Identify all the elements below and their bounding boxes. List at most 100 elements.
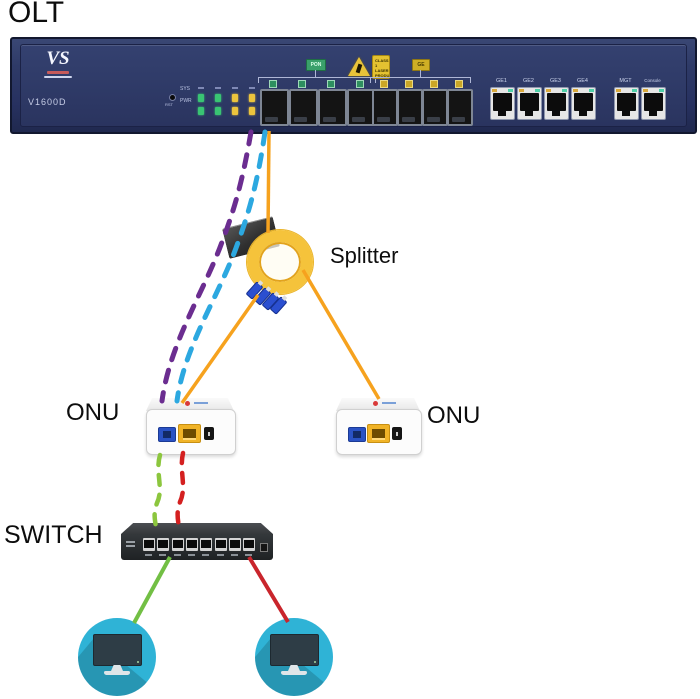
switch-port-7[interactable]	[229, 538, 241, 551]
olt-console-label: Console	[644, 78, 661, 83]
wire-green-switch-pc-left	[132, 556, 172, 624]
switch-port-4[interactable]	[186, 538, 198, 551]
switch-port-5[interactable]	[200, 538, 212, 551]
olt-pon-sfp-port-2[interactable]	[289, 89, 318, 126]
olt-status-led-yellow	[232, 94, 238, 102]
laser-warning-label: CLASS 1 LASER PRODUCT	[372, 55, 390, 79]
olt-ge1-label: GE1	[495, 78, 507, 84]
olt-sfp-indicator	[269, 80, 277, 88]
onu-logo-dot	[184, 401, 190, 406]
olt-status-led-yellow	[249, 107, 255, 115]
monitor-stand	[288, 665, 300, 671]
laser-warning-triangle-icon	[348, 57, 370, 76]
olt-logo-subtext-bar2	[44, 76, 72, 78]
onu-power-jack[interactable]	[204, 427, 214, 440]
olt-pon-sfp-port-4[interactable]	[347, 89, 376, 126]
olt-reset-label: RST	[165, 102, 173, 107]
olt-sfp-indicator	[380, 80, 388, 88]
olt-logo-subtext-bar	[47, 71, 69, 74]
olt-logo-glyph: VS	[46, 48, 70, 69]
olt-uplink-bracket	[370, 77, 471, 83]
olt-uplink-sfp-port-4[interactable]	[447, 89, 473, 126]
olt-model-label: V1600D	[28, 97, 67, 107]
olt-status-led-yellow	[232, 107, 238, 115]
wire-red-switch-pc-right	[247, 555, 290, 624]
wire-red-dashed-onu-switch	[175, 450, 186, 530]
olt-ge1-port[interactable]	[490, 87, 515, 120]
switch-port-print	[202, 554, 209, 556]
monitor-base	[104, 671, 130, 675]
monitor-screen	[93, 634, 142, 666]
wire-fiber-splitter-onu-left	[180, 293, 260, 405]
onu-left-label: ONU	[66, 399, 120, 426]
olt-ge3-label: GE3	[549, 78, 561, 84]
switch-front-print	[126, 545, 135, 547]
switch-port-print	[174, 554, 181, 556]
switch-port-1[interactable]	[143, 538, 155, 551]
switch-front-face	[121, 534, 273, 560]
olt-pon-bracket-stub	[315, 70, 316, 78]
switch-port-print	[217, 554, 224, 556]
olt-uplink-group-tag: GE	[412, 59, 430, 71]
switch-port-print	[188, 554, 195, 556]
switch-port-6[interactable]	[215, 538, 227, 551]
onu-pon-fiber-port[interactable]	[158, 427, 176, 442]
olt-sys-led-label: SYS	[180, 86, 191, 92]
olt-console-port[interactable]	[641, 87, 666, 120]
onu-pon-fiber-port[interactable]	[348, 427, 366, 442]
wire-green-dashed-onu-switch	[152, 452, 163, 530]
wire-purple-dashed-olt-onu	[159, 129, 254, 404]
olt-ge4-port[interactable]	[571, 87, 596, 120]
switch-front-print	[126, 541, 135, 543]
olt-uplink-sfp-port-1[interactable]	[372, 89, 398, 126]
pc-right-icon	[255, 618, 333, 696]
olt-pwr-led-label: PWR	[180, 98, 192, 104]
olt-ge3-port[interactable]	[544, 87, 569, 120]
monitor-screen	[270, 634, 319, 666]
olt-status-led-green	[215, 107, 221, 115]
onu-logo-dot	[372, 401, 378, 406]
olt-uplink-bracket-stub	[420, 70, 421, 78]
onu-top-print	[194, 402, 209, 404]
switch-label: SWITCH	[4, 521, 103, 549]
onu-power-jack[interactable]	[392, 427, 402, 440]
switch-port-print	[231, 554, 238, 556]
olt-brand-logo: VS	[38, 49, 78, 78]
olt-reset-button[interactable]	[169, 94, 176, 101]
onu-lan-port[interactable]	[367, 424, 390, 443]
switch-port-8[interactable]	[243, 538, 255, 551]
olt-mgmt-port[interactable]	[614, 87, 639, 120]
olt-device: VS V1600D RST SYS PWR PON	[10, 37, 697, 134]
switch-device	[121, 523, 273, 560]
switch-top-face	[121, 523, 273, 534]
monitor-base	[281, 671, 307, 675]
olt-sfp-indicator	[298, 80, 306, 88]
onu-top-face	[336, 398, 420, 411]
olt-mgmt-label: MGT	[619, 78, 632, 84]
switch-port-3[interactable]	[172, 538, 184, 551]
onu-right-label: ONU	[427, 402, 481, 429]
olt-led-tag	[249, 87, 255, 89]
olt-ge2-label: GE2	[522, 78, 534, 84]
pc-left-icon	[78, 618, 156, 696]
olt-pon-sfp-port-1[interactable]	[260, 89, 289, 126]
olt-uplink-sfp-port-2[interactable]	[397, 89, 423, 126]
switch-port-2[interactable]	[157, 538, 169, 551]
olt-led-tag	[198, 87, 204, 89]
olt-led-tag	[232, 87, 238, 89]
olt-pon-group-tag: PON	[306, 59, 326, 71]
olt-sfp-indicator	[356, 80, 364, 88]
olt-sfp-indicator	[405, 80, 413, 88]
olt-pon-sfp-port-3[interactable]	[318, 89, 347, 126]
switch-port-print	[245, 554, 252, 556]
onu-lan-port[interactable]	[178, 424, 201, 443]
olt-status-led-green	[198, 94, 204, 102]
switch-port-print	[159, 554, 166, 556]
olt-sfp-indicator	[455, 80, 463, 88]
olt-ge2-port[interactable]	[517, 87, 542, 120]
olt-uplink-sfp-port-3[interactable]	[422, 89, 448, 126]
switch-power-button[interactable]	[260, 543, 268, 552]
olt-label: OLT	[8, 0, 65, 29]
onu-left-device	[146, 398, 236, 455]
